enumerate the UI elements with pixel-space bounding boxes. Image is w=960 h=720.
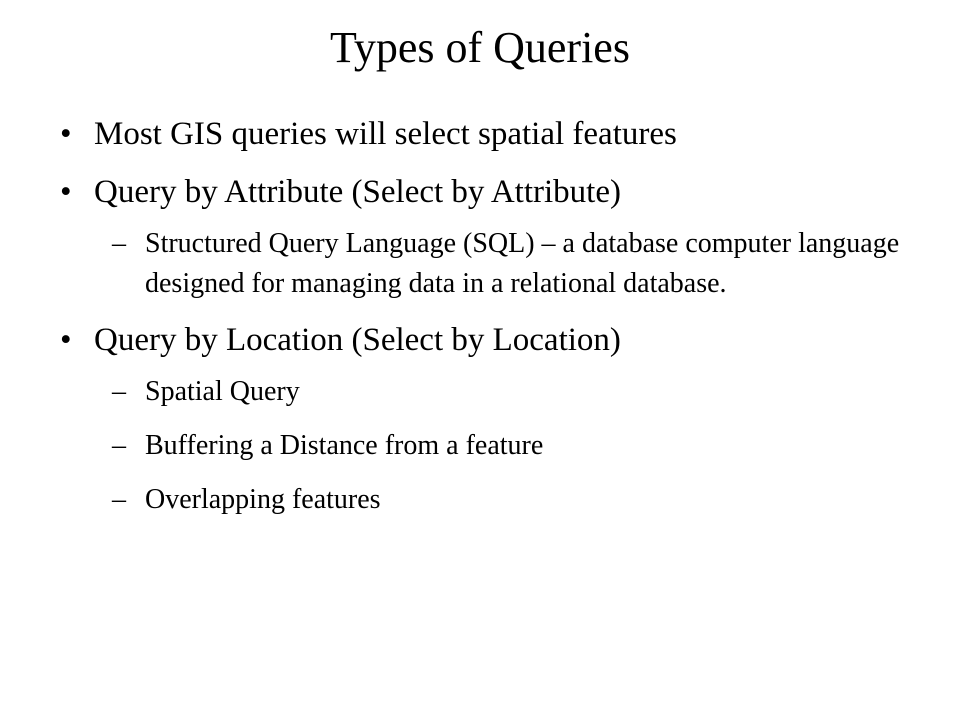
bullet-text: Most GIS queries will select spatial fea… <box>94 116 677 152</box>
sub-bullet-text: Structured Query Language (SQL) – a data… <box>145 228 900 299</box>
sub-bullet-marker: – <box>112 430 126 461</box>
sub-bullet-item: – Buffering a Distance from a feature <box>104 426 920 466</box>
bullet-item: • Query by Attribute (Select by Attribut… <box>60 170 920 304</box>
bullet-text: Query by Attribute (Select by Attribute) <box>94 174 621 210</box>
sub-bullet-text: Overlapping features <box>145 484 381 515</box>
bullet-marker: • <box>60 116 72 152</box>
sub-bullet-list: – Structured Query Language (SQL) – a da… <box>94 224 920 304</box>
bullet-item: • Most GIS queries will select spatial f… <box>60 112 920 156</box>
bullet-item: • Query by Location (Select by Location)… <box>60 318 920 520</box>
sub-bullet-text: Spatial Query <box>145 376 300 407</box>
sub-bullet-marker: – <box>112 376 126 407</box>
sub-bullet-marker: – <box>112 484 126 515</box>
bullet-text: Query by Location (Select by Location) <box>94 322 621 358</box>
sub-bullet-list: – Spatial Query – Buffering a Distance f… <box>94 372 920 520</box>
bullet-marker: • <box>60 322 72 358</box>
sub-bullet-marker: – <box>112 228 126 259</box>
slide-title: Types of Queries <box>330 23 630 72</box>
sub-bullet-item: – Spatial Query <box>104 372 920 412</box>
bullet-marker: • <box>60 174 72 210</box>
sub-bullet-item: – Structured Query Language (SQL) – a da… <box>104 224 920 304</box>
sub-bullet-text: Buffering a Distance from a feature <box>145 430 544 461</box>
bullet-list: • Most GIS queries will select spatial f… <box>60 112 920 534</box>
sub-bullet-item: – Overlapping features <box>104 480 920 520</box>
